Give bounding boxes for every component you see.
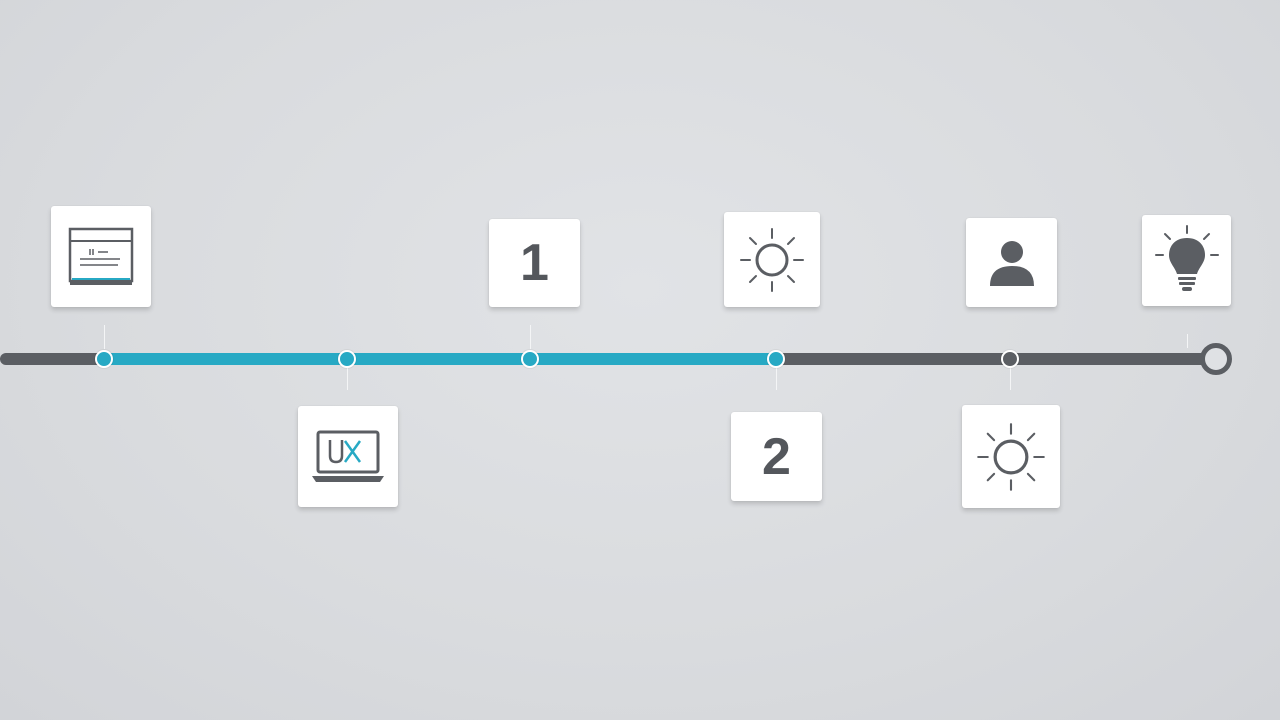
connector-line <box>1187 334 1188 348</box>
milestone-number: 1 <box>520 234 549 292</box>
ux-laptop-icon <box>312 430 384 482</box>
connector-line <box>347 368 348 390</box>
timeline-node[interactable] <box>521 350 539 368</box>
milestone-card-document[interactable] <box>51 206 151 307</box>
milestone-card-2[interactable]: 2 <box>731 412 822 501</box>
milestone-card-sun[interactable] <box>724 212 820 307</box>
sun-icon <box>977 422 1045 491</box>
document-screen-icon <box>68 227 134 285</box>
timeline-node[interactable] <box>338 350 356 368</box>
timeline-end-node[interactable] <box>1200 343 1232 375</box>
timeline-node[interactable] <box>767 350 785 368</box>
connector-line <box>104 325 105 349</box>
connector-line <box>530 325 531 349</box>
milestone-number: 2 <box>762 427 791 486</box>
timeline-node[interactable] <box>1001 350 1019 368</box>
timeline-node[interactable] <box>95 350 113 368</box>
connector-line <box>776 368 777 390</box>
milestone-card-lightbulb[interactable] <box>1142 215 1231 306</box>
milestone-card-user[interactable] <box>966 218 1057 307</box>
user-icon <box>989 240 1034 286</box>
milestone-card-sun-2[interactable] <box>962 405 1060 508</box>
connector-line <box>1010 368 1011 390</box>
timeline-progress-bar <box>104 353 776 365</box>
milestone-card-1[interactable]: 1 <box>489 219 580 307</box>
lightbulb-icon <box>1154 224 1219 291</box>
sun-icon <box>740 227 804 292</box>
milestone-card-ux[interactable] <box>298 406 398 507</box>
